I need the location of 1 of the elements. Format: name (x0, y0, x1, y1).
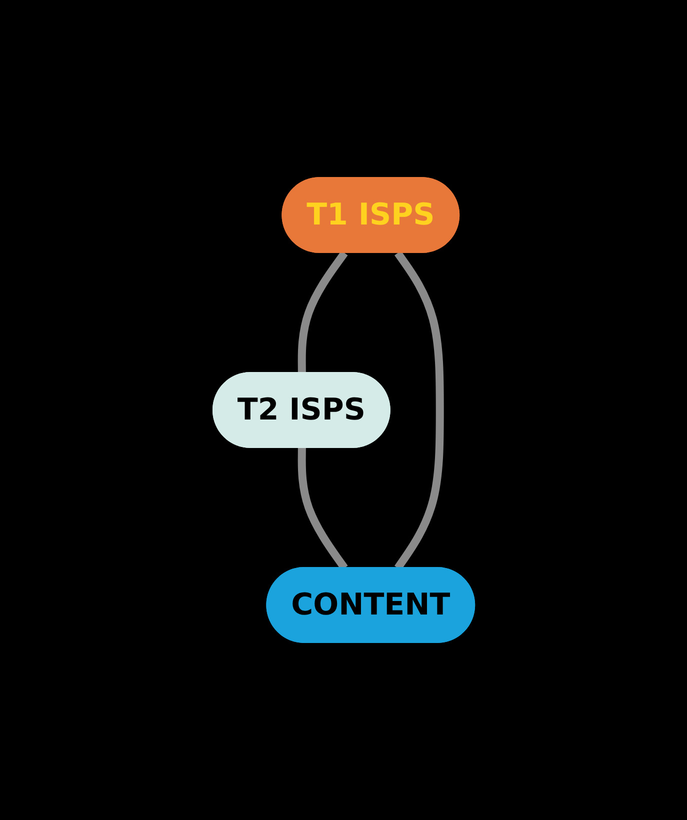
connector (298, 250, 348, 374)
